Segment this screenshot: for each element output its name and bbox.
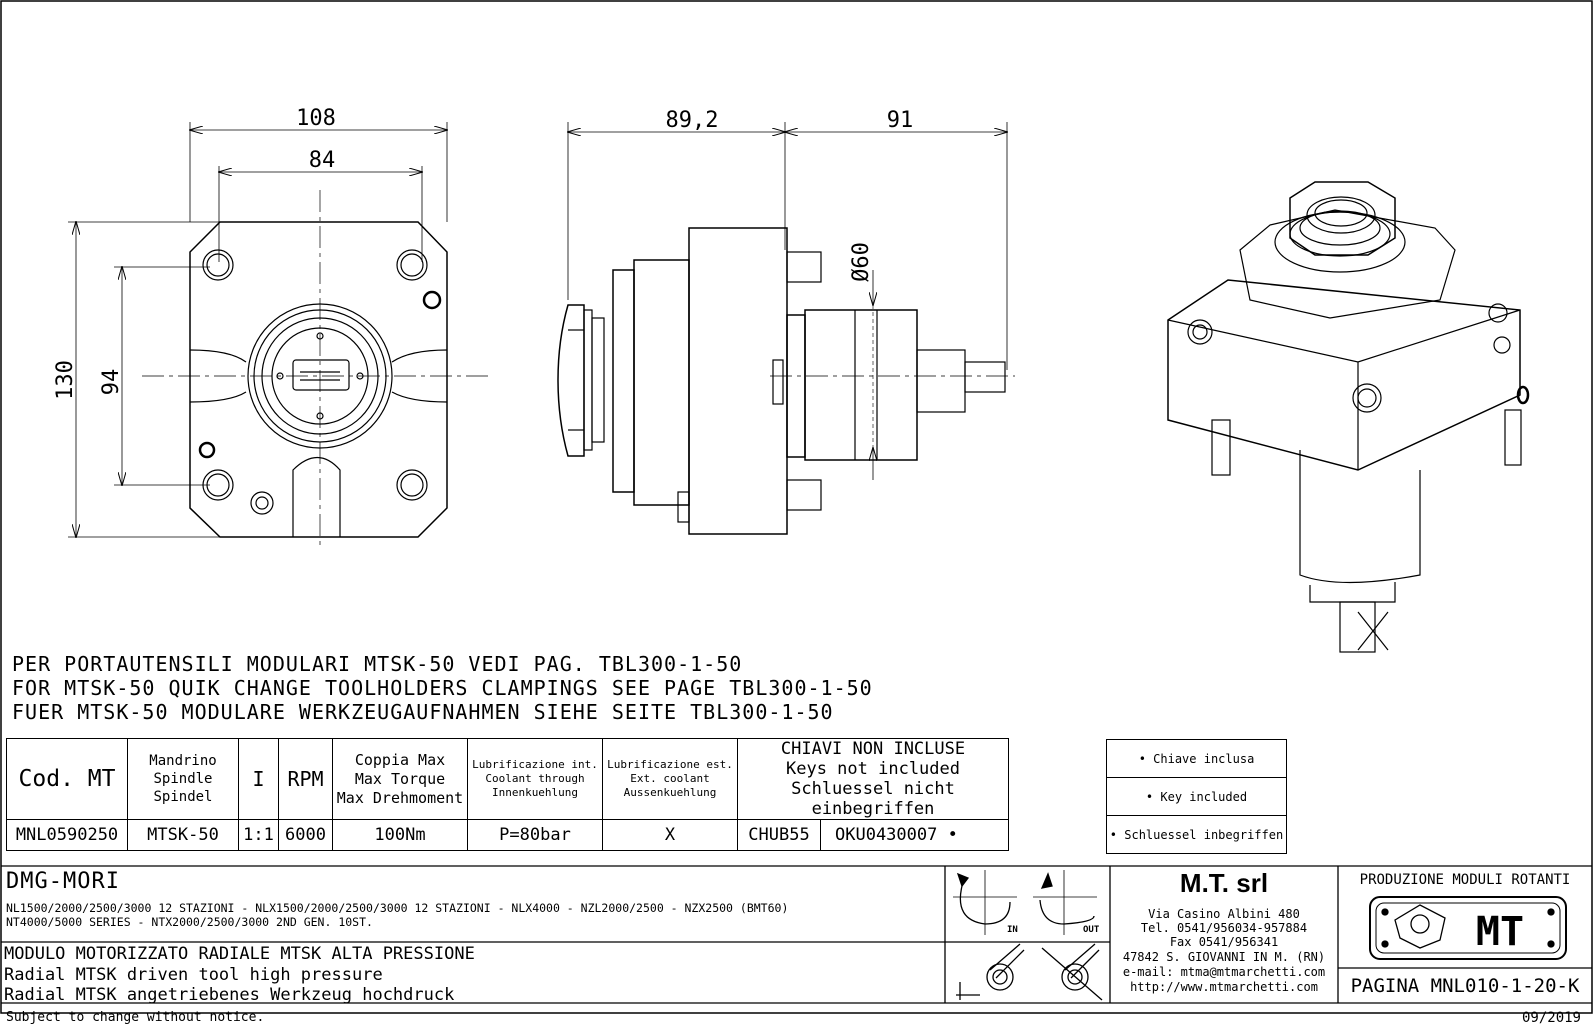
header-rpm: RPM <box>278 738 333 820</box>
machine-models-line1: NL1500/2000/2500/3000 12 STAZIONI - NLX1… <box>6 901 789 915</box>
company-fax: Fax 0541/956341 <box>1169 935 1279 949</box>
header-code: Cod. MT <box>6 738 128 820</box>
machine-brand: DMG-MORI <box>6 869 120 894</box>
cell-key2: OKU0430007 • <box>820 819 1009 851</box>
legend-item-de: • Schluessel inbegriffen <box>1109 827 1284 842</box>
cell-code: MNL0590250 <box>6 819 128 851</box>
dim-length-front: 89,2 <box>666 108 719 133</box>
rotation-in-icon <box>953 870 1017 935</box>
cell-ratio: 1:1 <box>238 819 279 851</box>
cell-spindle: MTSK-50 <box>127 819 239 851</box>
company-email: e-mail: mtma@mtmarchetti.com <box>1122 965 1326 979</box>
wrench-ok-icon <box>956 943 1025 1000</box>
machine-models-line2: NT4000/5000 SERIES - NTX2000/2500/3000 2… <box>6 915 373 929</box>
cell-lub-ext: X <box>602 819 738 851</box>
description-it: MODULO MOTORIZZATO RADIALE MTSK ALTA PRE… <box>4 944 475 964</box>
dim-width-overall: 108 <box>296 106 336 131</box>
note-english: FOR MTSK-50 QUIK CHANGE TOOLHOLDERS CLAM… <box>12 676 873 700</box>
legend-item-it: • Chiave inclusa <box>1107 740 1286 778</box>
dim-length-rear: 91 <box>887 108 914 133</box>
description-en: Radial MTSK driven tool high pressure <box>4 965 383 985</box>
dim-height-holes: 94 <box>99 369 124 396</box>
dim-height-overall: 130 <box>53 360 78 400</box>
cell-rpm: 6000 <box>278 819 333 851</box>
front-view <box>68 122 490 550</box>
description-de: Radial MTSK angetriebenes Werkzeug hochd… <box>4 985 455 1005</box>
page-code: PAGINA MNL010-1-20-K <box>1350 975 1580 997</box>
rotation-out-label: OUT <box>1083 925 1100 935</box>
company-city: 47842 S. GIOVANNI IN M. (RN) <box>1122 950 1326 964</box>
product-line: PRODUZIONE MODULI ROTANTI <box>1359 872 1571 888</box>
footer-disclaimer: Subject to change without notice. <box>6 1010 265 1025</box>
company-web: http://www.mtmarchetti.com <box>1130 980 1318 994</box>
key-legend: • Chiave inclusa • Key included • Schlue… <box>1106 739 1287 854</box>
dim-width-holes: 84 <box>309 148 336 173</box>
company-name: M.T. srl <box>1179 868 1269 898</box>
legend-item-en: • Key included <box>1107 778 1286 816</box>
company-address: Via Casino Albini 480 <box>1148 907 1300 921</box>
cell-lub-int: P=80bar <box>467 819 603 851</box>
rotation-out-icon <box>1033 870 1097 935</box>
dim-diameter: Ø60 <box>849 242 874 282</box>
company-tel: Tel. 0541/956034-957884 <box>1140 921 1308 935</box>
note-italian: PER PORTAUTENSILI MODULARI MTSK-50 VEDI … <box>12 652 743 676</box>
cell-torque: 100Nm <box>332 819 468 851</box>
note-german: FUER MTSK-50 MODULARE WERKZEUGAUFNAHMEN … <box>12 700 834 724</box>
mt-logo: MT <box>1369 896 1567 960</box>
side-view <box>557 122 1015 535</box>
rotation-in-label: IN <box>1007 925 1018 935</box>
isometric-view <box>1167 181 1530 653</box>
mt-logo-text: MT <box>1476 909 1524 955</box>
wrench-not-ok-icon <box>1041 943 1103 1001</box>
footer-date: 09/2019 <box>1521 1010 1581 1026</box>
